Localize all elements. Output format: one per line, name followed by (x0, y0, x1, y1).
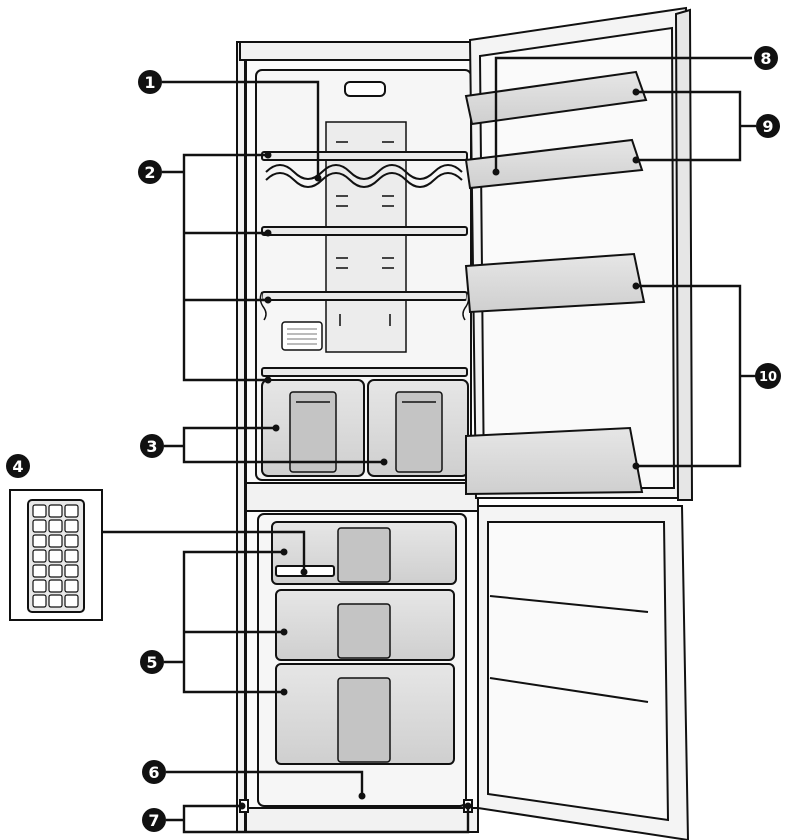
ice-cell (48, 534, 63, 548)
ice-cell (48, 594, 63, 608)
svg-text:8: 8 (760, 49, 771, 68)
callout-6: 6 (142, 760, 166, 784)
ice-cell (64, 534, 79, 548)
freezer-drawers (271, 521, 457, 765)
ice-cell (48, 549, 63, 563)
vent-slots (287, 328, 317, 345)
ice-cell (32, 564, 47, 578)
ice-cell (48, 579, 63, 593)
ice-cell (64, 579, 79, 593)
callout-4: 4 (6, 454, 30, 478)
door-shelves (464, 70, 648, 496)
callout-2: 2 (138, 160, 162, 184)
leader-dots (238, 88, 640, 810)
glass-shelves (261, 151, 468, 377)
freezer-door (477, 505, 690, 840)
svg-text:10: 10 (759, 370, 777, 385)
svg-text:9: 9 (762, 117, 773, 136)
ice-cell (64, 564, 79, 578)
ice-cell (48, 519, 63, 533)
vegetable-drawers (261, 379, 469, 477)
svg-text:2: 2 (144, 163, 155, 182)
ice-cell (32, 549, 47, 563)
ice-cell (32, 504, 47, 518)
callout-1: 1 (138, 70, 162, 94)
ice-cell (32, 594, 47, 608)
svg-text:3: 3 (146, 437, 157, 456)
svg-text:6: 6 (148, 763, 159, 782)
ice-cell (64, 549, 79, 563)
ice-tray-inset (9, 489, 103, 621)
ice-cell (64, 594, 79, 608)
ice-cell (32, 534, 47, 548)
ice-cell (64, 504, 79, 518)
ice-cell (32, 519, 47, 533)
callout-3: 3 (140, 434, 164, 458)
callout-5: 5 (140, 650, 164, 674)
ice-cell (48, 504, 63, 518)
ice-cell (48, 564, 63, 578)
ice-cube-cells (32, 504, 79, 608)
wine-rack (265, 164, 463, 188)
callout-7: 7 (142, 808, 166, 832)
callout-10: 10 (755, 363, 781, 389)
svg-text:5: 5 (146, 653, 157, 672)
callout-8: 8 (754, 46, 778, 70)
svg-text:1: 1 (144, 73, 155, 92)
rear-wall-marks (336, 141, 394, 326)
svg-text:4: 4 (12, 457, 23, 476)
svg-text:7: 7 (148, 811, 159, 830)
leader-lines (102, 56, 756, 834)
callout-9: 9 (756, 114, 780, 138)
ice-cell (32, 579, 47, 593)
ice-cell (64, 519, 79, 533)
